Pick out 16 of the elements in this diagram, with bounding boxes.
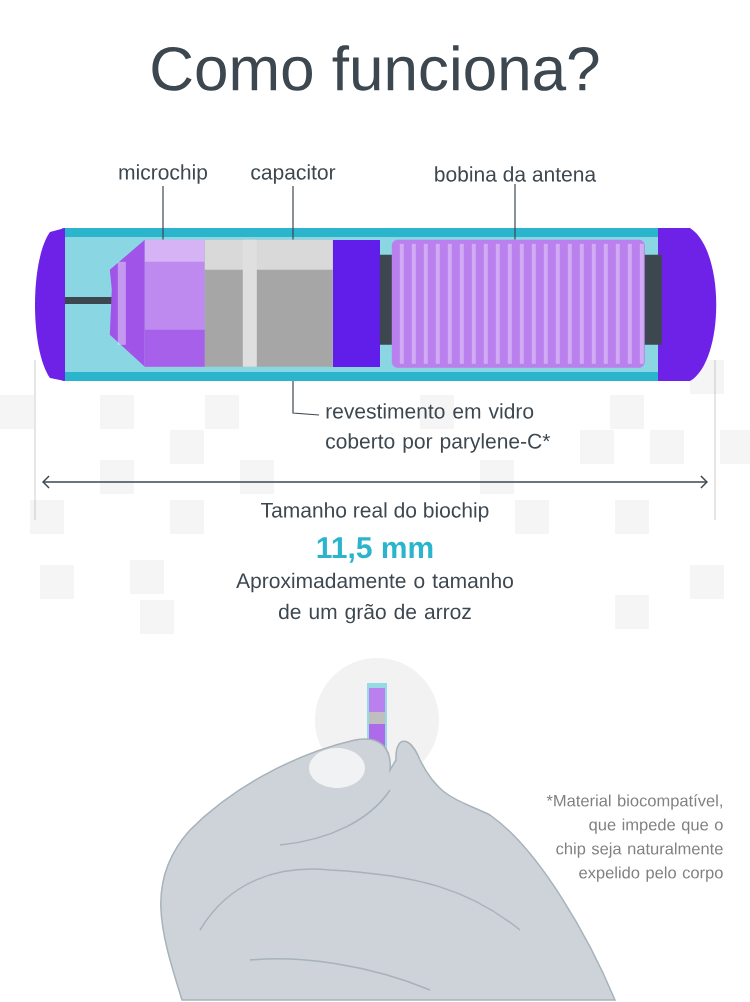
title: Como funciona?	[152, 45, 599, 91]
antenna-coil-drawing	[379, 239, 662, 368]
leader-line	[514, 183, 516, 241]
part-label: bobina da antena	[435, 166, 597, 182]
part-label: microchip	[119, 164, 207, 184]
microchip-drawing	[109, 239, 205, 367]
caption: Aproximadamente o tamanho de um grão de arroz	[236, 572, 513, 624]
leader-line	[292, 185, 294, 241]
leader-line	[162, 185, 164, 241]
part-label: capacitor	[251, 164, 336, 184]
footnote: *Material biocompatível, que impede que o chip seja naturalmente expelido pelo corpo	[546, 794, 723, 882]
leader-line	[292, 380, 320, 416]
measurement: 11,5 mm	[317, 537, 433, 563]
capacitor-drawing	[204, 239, 333, 367]
part-label: revestimento em vidro coberto por parylene-C*	[326, 403, 551, 453]
caption: Tamanho real do biochip	[261, 502, 489, 522]
